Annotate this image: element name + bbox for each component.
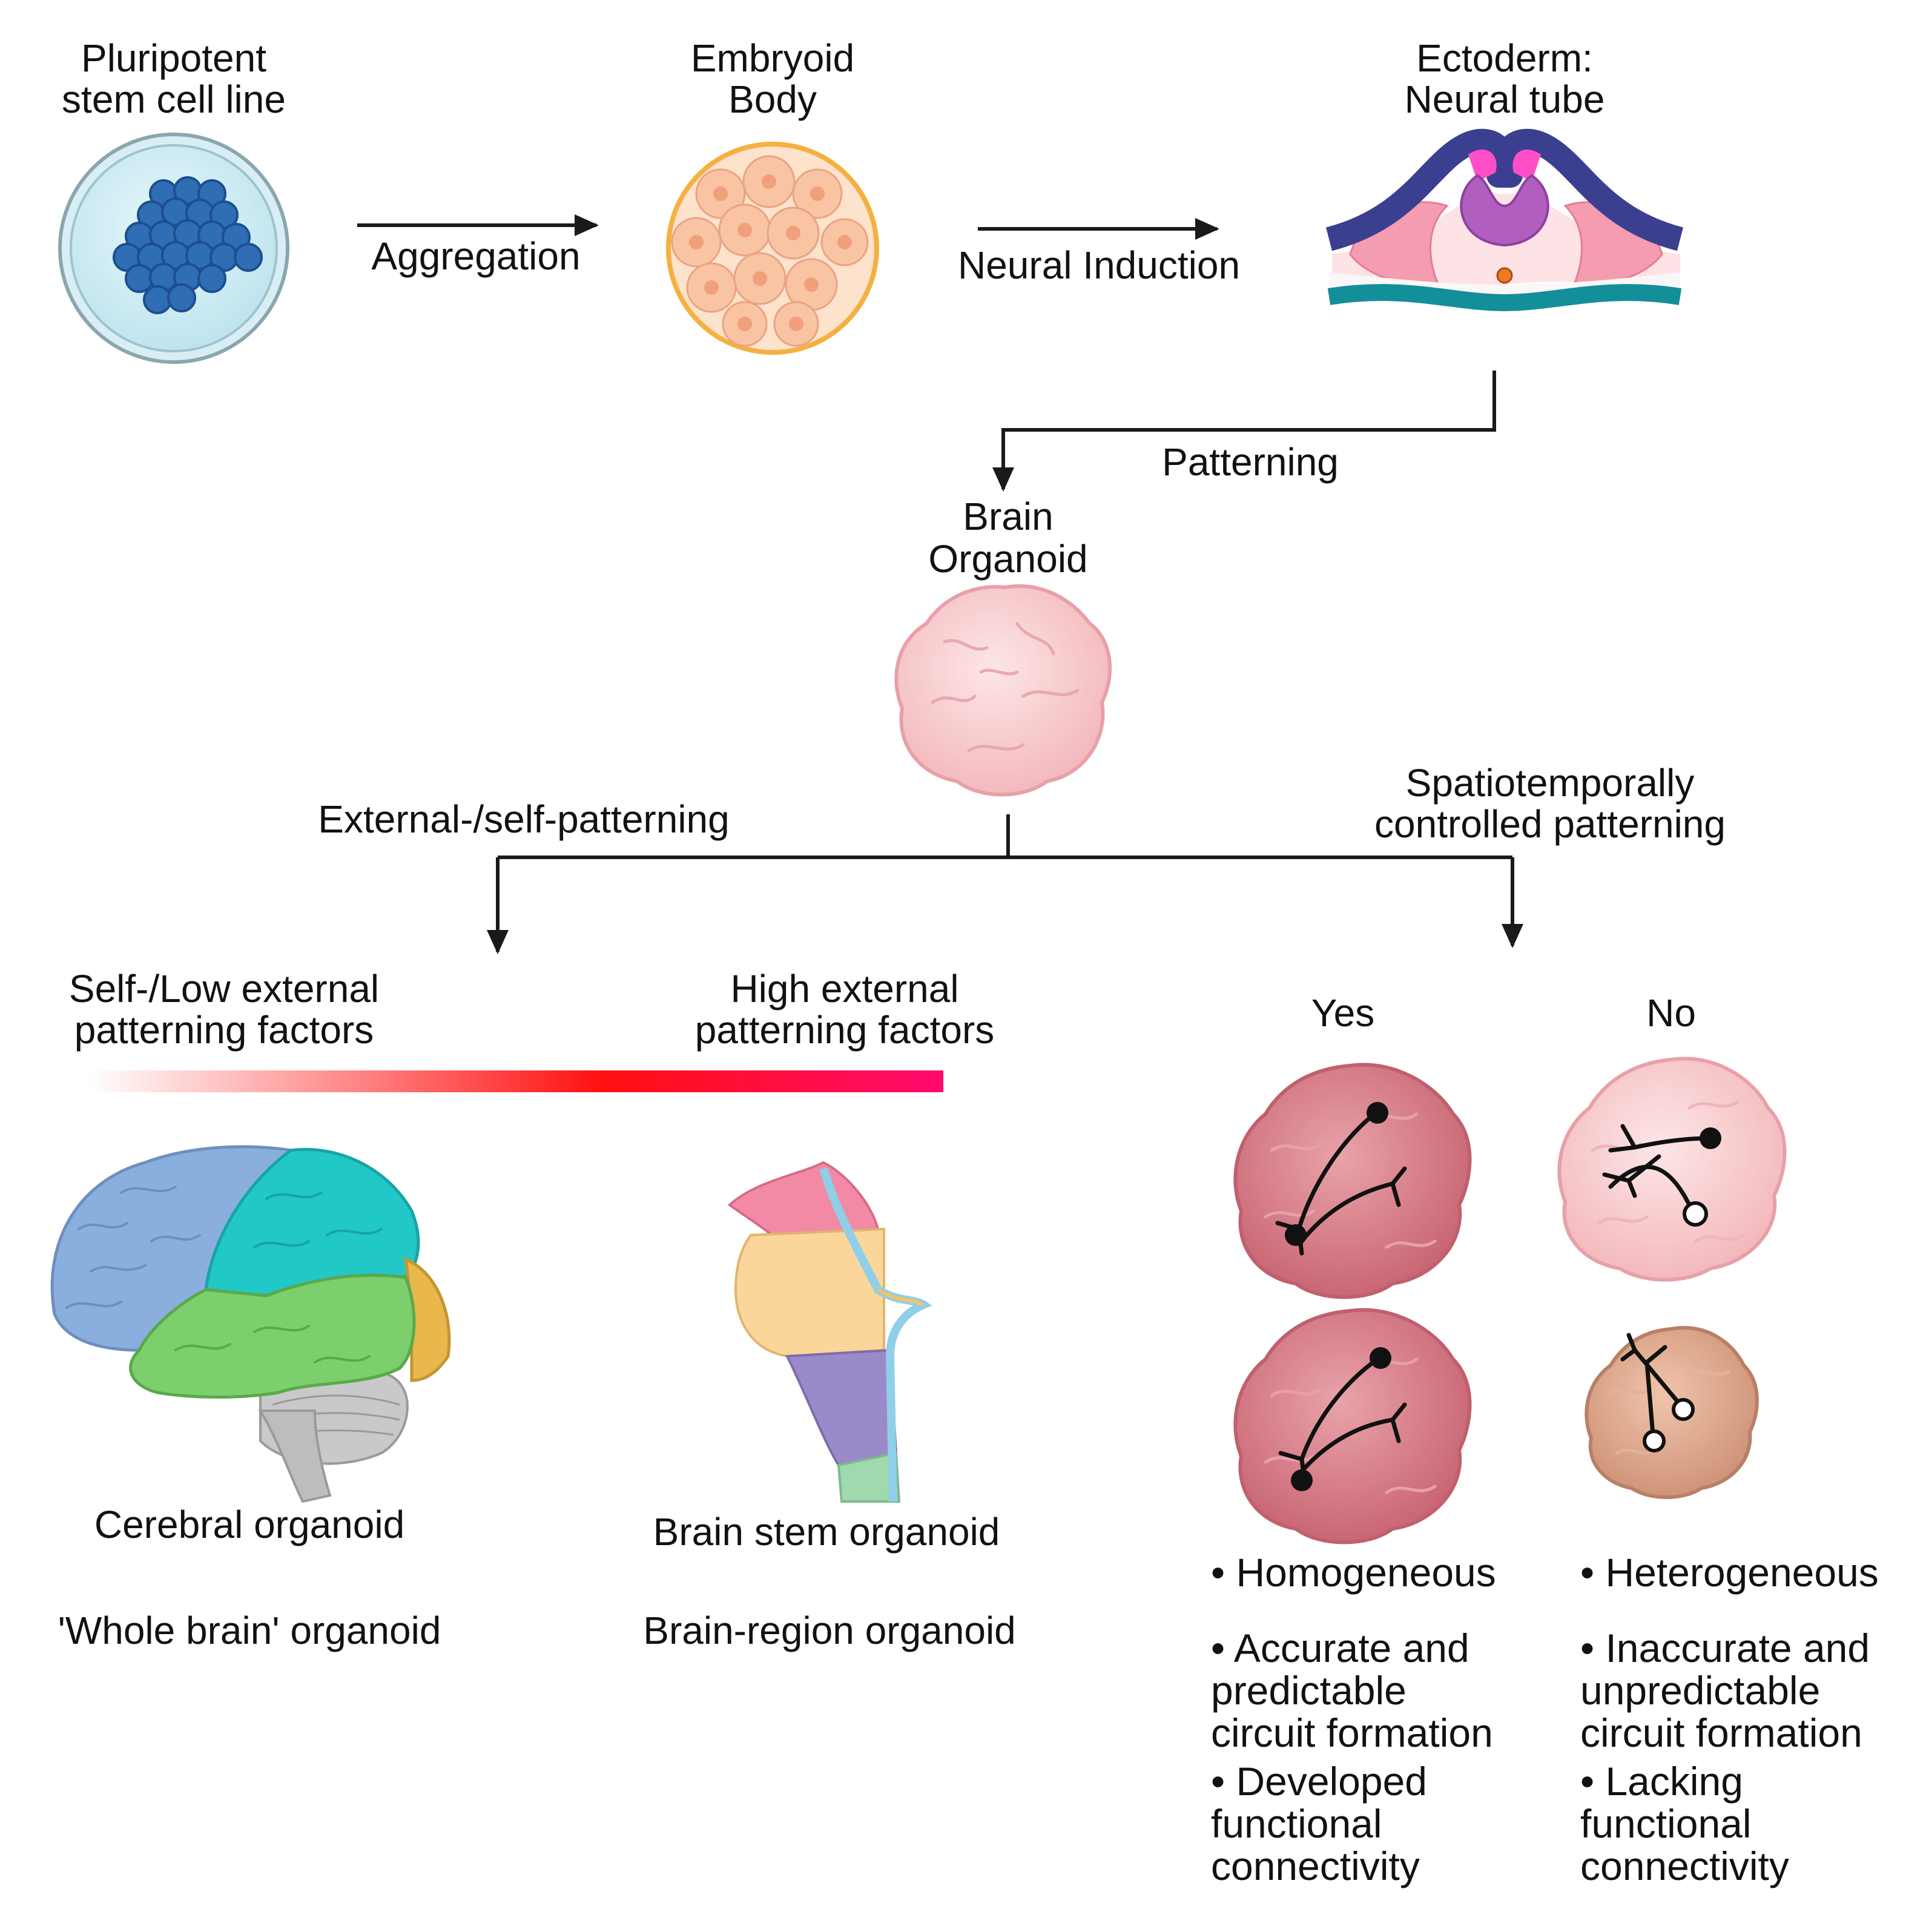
high-factors-label-line1: High external [730, 967, 958, 1011]
yes-outcome-bullets: • Homogeneous • Accurate and predictable… [1211, 1550, 1496, 1888]
yes-organoid-icon-top [1233, 1063, 1472, 1299]
organoid-label-line2: Organoid [928, 537, 1087, 581]
cerebral-brain-icon [50, 1145, 451, 1503]
ectoderm-label-line1: Ectoderm: [1416, 36, 1593, 80]
petri-dish-icon [58, 133, 289, 364]
stem-cell-label-line2: stem cell line [62, 77, 286, 121]
cerebral-organoid-label: Cerebral organoid [94, 1503, 404, 1546]
yes-bullet-3-line2: functional [1211, 1801, 1382, 1846]
low-factors-label-line2: patterning factors [74, 1008, 374, 1052]
organoid-label-line1: Brain [963, 495, 1053, 538]
brain-region-organoid-label: Brain-region organoid [643, 1609, 1016, 1652]
ectoderm-label-line2: Neural tube [1405, 77, 1605, 121]
high-factors-label-line2: patterning factors [695, 1008, 995, 1052]
yes-bullet-3-line1: • Developed [1211, 1759, 1427, 1804]
neural-tube-icon [1325, 128, 1684, 312]
stem-cell-label-line1: Pluripotent [81, 36, 266, 80]
brain-stem-organoid-label: Brain stem organoid [653, 1510, 1000, 1554]
yes-bullet-2-line2: predictable [1211, 1668, 1407, 1713]
embryoid-label-line2: Body [728, 77, 817, 121]
yes-organoid-icon-bottom [1233, 1308, 1472, 1545]
no-bullet-1-line1: • Heterogeneous [1580, 1550, 1879, 1595]
spatiotemporal-label-line1: Spatiotemporally [1406, 761, 1695, 805]
yes-bullet-1-line1: • Homogeneous [1211, 1550, 1496, 1595]
aggregation-label: Aggregation [371, 234, 580, 278]
no-organoid-icon-bottom [1585, 1326, 1759, 1499]
no-label: No [1646, 991, 1696, 1035]
patterning-label: Patterning [1162, 440, 1339, 484]
no-bullet-2-line3: circuit formation [1580, 1710, 1862, 1755]
brain-stem-icon [727, 1161, 932, 1503]
no-organoid-icon-top [1557, 1057, 1787, 1282]
no-bullet-3-line1: • Lacking [1580, 1759, 1743, 1804]
yes-bullet-3-line3: connectivity [1211, 1844, 1420, 1888]
low-factors-label-line1: Self-/Low external [69, 967, 379, 1011]
brain-organoid-icon [894, 584, 1112, 797]
no-bullet-3-line2: functional [1580, 1801, 1752, 1846]
no-outcome-bullets: • Heterogeneous • Inaccurate and unpredi… [1580, 1550, 1879, 1888]
spatiotemporal-label-line2: controlled patterning [1374, 802, 1726, 846]
no-bullet-2-line1: • Inaccurate and [1580, 1626, 1870, 1670]
embryoid-label-line1: Embryoid [691, 36, 854, 80]
embryoid-body-icon [666, 142, 879, 355]
yes-bullet-2-line1: • Accurate and [1211, 1626, 1469, 1670]
yes-label: Yes [1311, 991, 1374, 1035]
whole-brain-organoid-label: 'Whole brain' organoid [58, 1609, 441, 1652]
patterning-factor-gradient-bar [90, 1070, 943, 1092]
patterning-arrow [992, 371, 1496, 492]
neural-induction-label: Neural Induction [958, 243, 1240, 287]
no-bullet-3-line3: connectivity [1580, 1844, 1789, 1888]
external-self-patterning-label: External-/self-patterning [318, 797, 729, 841]
no-bullet-2-line2: unpredictable [1580, 1668, 1820, 1713]
yes-bullet-2-line3: circuit formation [1211, 1710, 1493, 1755]
